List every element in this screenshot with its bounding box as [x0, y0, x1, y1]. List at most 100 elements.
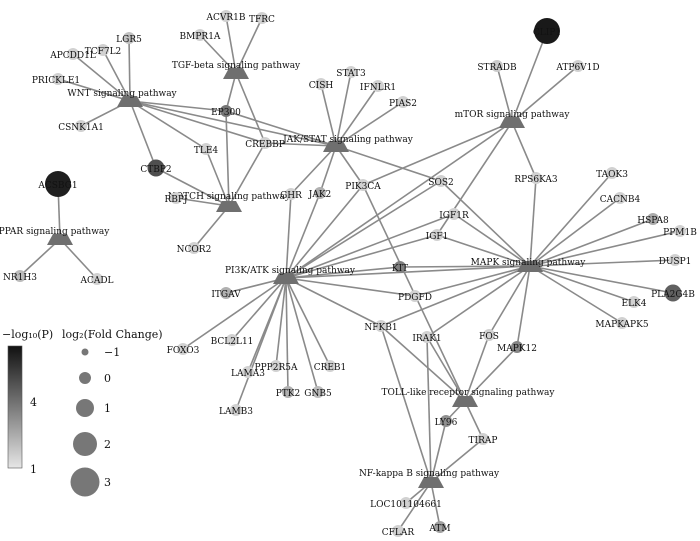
gene-node-tfrc: TFRC	[249, 12, 275, 25]
edge-tcf7l2-wnt	[102, 49, 131, 102]
gene-label: NR1H3	[3, 273, 37, 283]
pathway-shape	[418, 477, 444, 488]
pathway-shape	[323, 141, 349, 152]
gene-circle	[616, 317, 628, 329]
gene-node-fos: FOS	[479, 329, 499, 342]
pathway-shape	[273, 273, 299, 284]
gene-label: IRAK1	[412, 334, 441, 344]
gene-node-dusp1: DUSP1	[659, 254, 692, 267]
edge-fos-toll	[464, 334, 490, 402]
pathway-node-mapk: MAPK signaling pathway	[471, 258, 586, 272]
pathway-shape	[47, 234, 73, 245]
gene-node-prickle1: PRICKLE1	[32, 73, 80, 86]
gene-node-stat3: STAT3	[336, 66, 366, 79]
gene-circle	[375, 320, 387, 332]
edge-igf1-mapk	[436, 234, 531, 267]
gene-circle	[226, 334, 238, 346]
gene-node-ptk2: PTK2	[276, 386, 301, 399]
gene-label: GNB5	[304, 389, 332, 399]
gene-label: LY96	[435, 418, 458, 428]
pathway-node-pi3k: PI3K/ATK signaling pathway	[225, 266, 356, 284]
gene-circle	[147, 159, 165, 177]
gene-circle	[440, 415, 452, 427]
pathway-label: WNT signaling pathway	[67, 89, 177, 99]
edge-tirap-nfkb	[430, 438, 484, 483]
gene-circle	[647, 213, 659, 225]
gene-label: RBPJ	[164, 195, 187, 205]
edge-nfkb1-pi3k	[285, 277, 382, 327]
gene-label: PLA2G4B	[651, 290, 695, 300]
gene-label: CREB1	[314, 363, 347, 373]
gene-circle	[572, 60, 584, 72]
gene-label: CFLAR	[382, 528, 415, 538]
gene-circle	[392, 525, 404, 537]
edge-acvr1b-tgf	[225, 15, 237, 74]
gene-node-kit: KIT	[392, 261, 408, 274]
edge-fos-mapk	[488, 265, 531, 336]
edge-pdgfd-mapk	[414, 265, 531, 297]
edge-ep300-jak	[225, 110, 337, 147]
gene-label: CSNK1A1	[58, 123, 104, 133]
edge-stradb-mtor	[496, 65, 513, 123]
gene-node-irak1: IRAK1	[412, 331, 442, 344]
fc-legend-label-0: 0	[104, 372, 111, 385]
pathway-node-tgf: TGF-beta signaling pathway	[172, 61, 301, 79]
edge-ppm1b-mapk	[529, 230, 681, 267]
edge-nfkb1-mapk	[380, 265, 531, 327]
edge-ifnlr1-jak	[335, 85, 379, 147]
gene-node-apcdd1l: APCDD1L	[49, 48, 96, 61]
pathway-node-wnt: WNT signaling pathway	[67, 89, 178, 107]
edge-ep300-wnt	[129, 100, 227, 112]
gene-node-foxo3: FOXO3	[167, 343, 200, 356]
gene-circle	[123, 32, 135, 44]
edge-cacnb4-mapk	[529, 197, 621, 267]
gene-node-acsbg1: ACSBG1	[37, 171, 78, 197]
gene-node-loc101104661: LOC101104661	[370, 497, 442, 510]
edge-irak1-mapk	[426, 265, 531, 338]
fc-legend-circle-3	[70, 467, 100, 497]
gene-label: PTK2	[276, 389, 301, 399]
gene-circle	[421, 331, 433, 343]
gene-circle	[431, 229, 443, 241]
pathway-node-ppar: PPAR signaling pathway	[0, 227, 110, 245]
gene-circle	[491, 60, 503, 72]
gene-label: FOXO3	[167, 346, 200, 356]
gene-label: STRADB	[477, 63, 517, 73]
gene-node-ly96: LY96	[435, 415, 458, 428]
edge-tle4-notch	[205, 148, 230, 207]
fc-legend-circle-2	[73, 432, 97, 456]
gene-circle	[194, 29, 206, 41]
gene-node-mapk12: MAPK12	[497, 341, 537, 354]
fc-legend-label-neg1: −1	[104, 346, 120, 359]
gene-circle	[400, 497, 412, 509]
gene-label: ITGAV	[211, 290, 241, 300]
gene-circle	[45, 171, 71, 197]
edge-sos2-jak	[335, 145, 442, 182]
gene-label: DUSP1	[659, 257, 692, 267]
gene-label: LAMB3	[219, 407, 253, 417]
gene-label: IGF1	[426, 232, 449, 242]
edge-ep300-notch	[225, 110, 230, 207]
gene-label: CLIP1	[533, 28, 561, 38]
edge-hspa8-mapk	[529, 218, 654, 267]
gene-label: TIRAP	[469, 436, 498, 446]
gene-label: PDGFD	[398, 293, 432, 303]
gene-circle	[270, 360, 282, 372]
gene-circle	[315, 78, 327, 90]
gene-node-acadl: ACADL	[79, 273, 114, 286]
gene-label: TCF7L2	[85, 47, 122, 57]
edge-pla2g4b-mapk	[529, 265, 674, 294]
gene-label: CISH	[309, 81, 334, 91]
gene-node-stradb: STRADB	[477, 60, 517, 73]
gene-node-pdgfd: PDGFD	[398, 290, 432, 303]
pathway-label: TGF-beta signaling pathway	[172, 61, 301, 71]
gene-node-pla2g4b: PLA2G4B	[651, 284, 695, 302]
gene-node-rbpj: RBPJ	[164, 192, 188, 205]
gene-node-nr1h3: NR1H3	[3, 270, 37, 283]
gene-node-bmpr1a: BMPR1A	[180, 29, 221, 42]
gene-label: NFKB1	[364, 323, 397, 333]
edge-jak-wnt	[129, 100, 337, 147]
edge-atp6v1d-mtor	[511, 65, 579, 123]
gene-label: TFRC	[249, 15, 275, 25]
